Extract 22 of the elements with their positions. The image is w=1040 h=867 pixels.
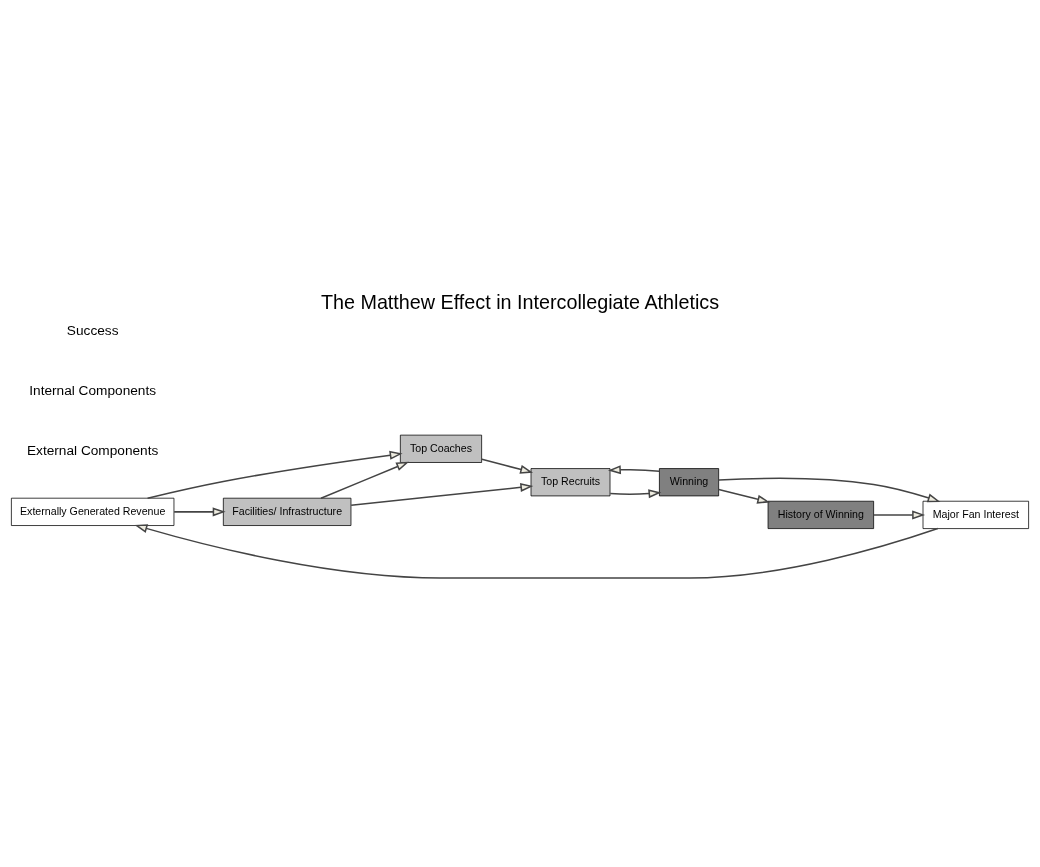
- arrow: [350, 482, 534, 506]
- arrow: [134, 523, 939, 579]
- arrow: [320, 461, 410, 499]
- arrow: [173, 506, 226, 516]
- arrow: [873, 509, 926, 519]
- node-box: Top Recruits: [530, 467, 611, 496]
- node-box: Top Coaches: [399, 434, 482, 463]
- arrow: [609, 488, 662, 498]
- label: Internal Components: [29, 382, 157, 398]
- label: Success: [66, 322, 119, 338]
- arrow: [481, 458, 534, 474]
- arrow: [607, 464, 660, 474]
- node-box: Facilities/ Infrastructure: [222, 497, 352, 526]
- arrow: [146, 450, 403, 499]
- diagram-title: The Matthew Effect in Intercollegiate Athletics: [320, 290, 720, 313]
- node-box: History of Winning: [767, 500, 874, 529]
- arrow: [718, 477, 941, 502]
- node-box: Major Fan Interest: [922, 500, 1029, 529]
- label: External Components: [27, 442, 159, 458]
- node-box: Externally Generated Revenue: [11, 497, 175, 526]
- node-box: Winning: [659, 467, 720, 496]
- arrow: [717, 488, 771, 504]
